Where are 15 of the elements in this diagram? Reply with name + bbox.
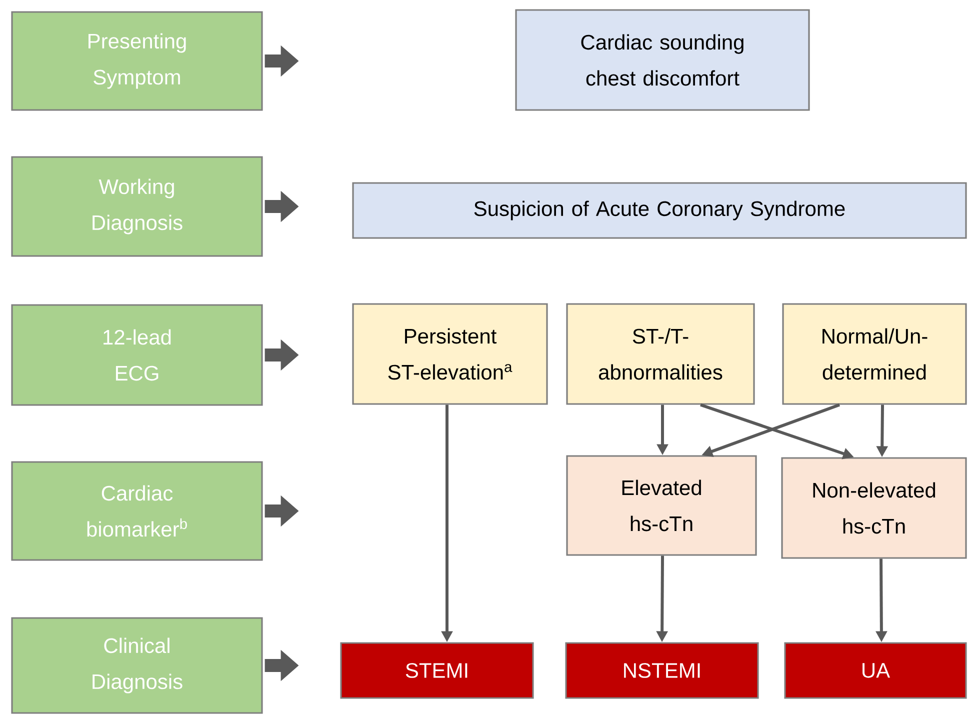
ecg-box: Normal/Un-determined <box>782 303 967 405</box>
diagnosis-box: UA <box>784 642 967 699</box>
biomarker-box: Elevated hs-cTn <box>566 455 757 556</box>
process-box: Suspicion of Acute Coronary Syndrome <box>352 182 967 239</box>
diagnosis-box: STEMI <box>340 642 534 699</box>
ecg-box: Persistent ST-elevation$^{a}$ <box>352 303 548 405</box>
stage-box: Working Diagnosis <box>11 156 263 257</box>
ecg-box: ST-/T-abnormalities <box>566 303 755 405</box>
stage-box: 12-lead ECG <box>11 304 263 406</box>
stage-box: Clinical Diagnosis <box>11 617 263 714</box>
process-box: Cardiac sounding chest discomfort <box>515 9 810 111</box>
stage-box: Cardiac biomarker$^{b}$ <box>11 461 263 561</box>
stage-box: Presenting Symptom <box>11 11 263 111</box>
diagnosis-box: NSTEMI <box>565 642 759 699</box>
biomarker-box: Non-elevated hs-cTn <box>781 457 967 559</box>
